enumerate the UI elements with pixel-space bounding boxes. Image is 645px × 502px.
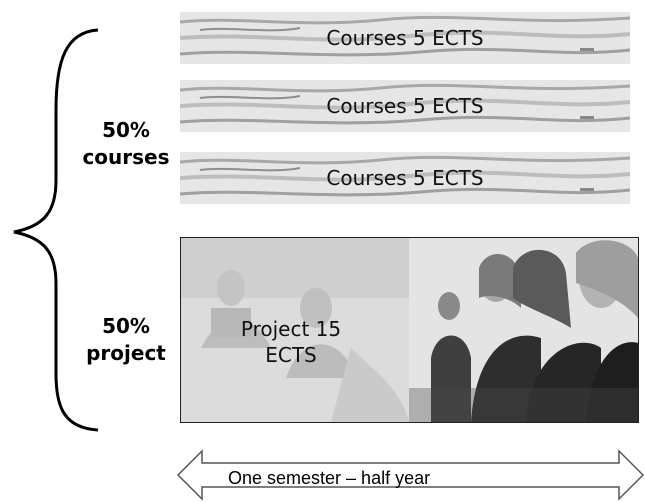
course-bar-texture [180, 152, 630, 204]
project-label: Project 15 ECTS [201, 316, 381, 368]
course-bar-label: Courses 5 ECTS [326, 26, 484, 50]
project-share-label: 50% project [66, 313, 186, 367]
course-bar-label: Courses 5 ECTS [326, 94, 484, 118]
course-bar-texture [180, 12, 630, 64]
courses-share-percent: 50% [102, 118, 150, 142]
course-bar: Courses 5 ECTS [180, 12, 630, 64]
project-share-percent: 50% [102, 314, 150, 338]
project-label-line-1: Project 15 [240, 317, 342, 341]
courses-share-label: 50% courses [66, 117, 186, 171]
project-photo [181, 238, 638, 422]
course-bar: Courses 5 ECTS [180, 80, 630, 132]
project-box: Project 15 ECTS [180, 237, 639, 423]
timeline-label: One semester – half year [228, 468, 431, 488]
double-arrow-icon [176, 449, 645, 501]
project-label-line-2: ECTS [265, 343, 317, 367]
course-bar-label: Courses 5 ECTS [326, 166, 484, 190]
course-bar: Courses 5 ECTS [180, 152, 630, 204]
project-share-word: project [86, 341, 166, 365]
courses-share-word: courses [82, 145, 170, 169]
course-bar-texture [180, 80, 630, 132]
